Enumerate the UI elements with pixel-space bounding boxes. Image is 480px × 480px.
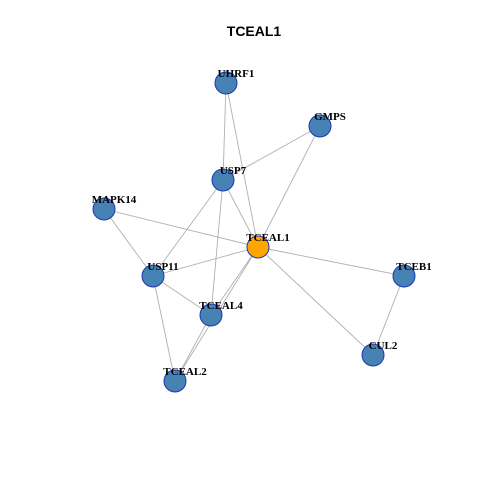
edge-uhrf1-usp7: [222, 82, 227, 181]
node-label-cul2: CUL2: [369, 340, 398, 352]
edge-usp11-tceal4: [152, 275, 212, 316]
node-mapk14: [92, 197, 116, 221]
edge-tceal1-tceb1: [257, 246, 405, 277]
node-label-gmps: GMPS: [314, 111, 346, 123]
node-uhrf1: [214, 71, 238, 95]
edge-usp7-tceal1: [222, 179, 259, 248]
edge-tceal4-tceal2: [174, 314, 212, 382]
edge-mapk14-tceal1: [103, 208, 259, 248]
node-label-mapk14: MAPK14: [92, 194, 137, 206]
node-label-tceb1: TCEB1: [396, 261, 431, 273]
node-label-tceal4: TCEAL4: [199, 300, 243, 312]
edge-gmps-usp7: [222, 125, 321, 181]
node-label-tceal2: TCEAL2: [163, 366, 207, 378]
node-usp7: [211, 168, 235, 192]
edge-tceal1-tceal4: [210, 246, 259, 316]
edge-tceal1-usp11: [152, 246, 259, 277]
edge-usp11-tceal2: [152, 275, 176, 382]
node-gmps: [308, 114, 332, 138]
node-label-tceal1: TCEAL1: [246, 232, 289, 244]
node-label-usp7: USP7: [220, 165, 247, 177]
edge-usp7-tceal4: [210, 179, 224, 316]
edge-layer: [103, 82, 405, 382]
edge-gmps-tceal1: [257, 125, 321, 248]
node-tceal2: [163, 369, 187, 393]
edge-tceb1-cul2: [372, 275, 405, 356]
node-cul2: [361, 343, 385, 367]
node-tceb1: [392, 264, 416, 288]
node-tceal4: [199, 303, 223, 327]
edge-usp7-usp11: [152, 179, 224, 277]
node-tceal1: [246, 235, 270, 259]
node-label-uhrf1: UHRF1: [218, 68, 255, 80]
edge-tceal1-cul2: [257, 246, 374, 356]
node-label-usp11: USP11: [147, 261, 178, 273]
node-usp11: [141, 264, 165, 288]
node-layer: [92, 71, 416, 393]
diagram-title: TCEAL1: [227, 23, 282, 39]
edge-uhrf1-tceal1: [225, 82, 259, 248]
edge-mapk14-usp11: [103, 208, 154, 277]
